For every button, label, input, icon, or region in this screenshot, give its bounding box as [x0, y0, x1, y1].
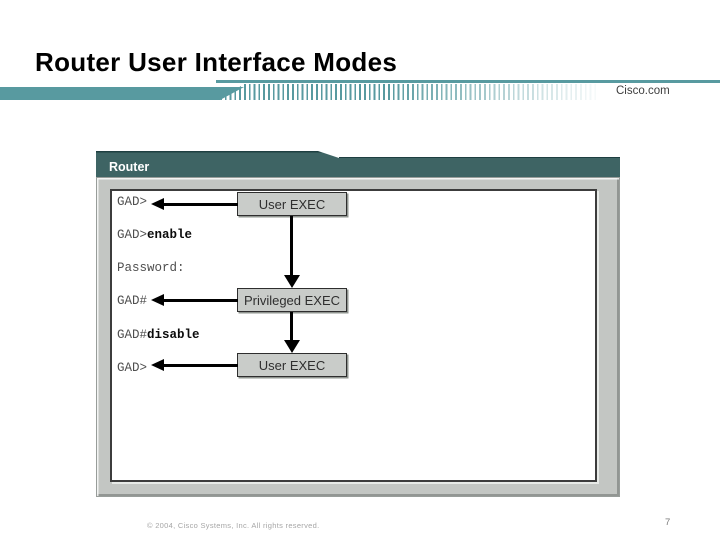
prompt-text: GAD>: [117, 195, 148, 209]
arrow-left-icon-2: [151, 294, 164, 306]
prompt-text: GAD>: [117, 361, 148, 375]
mode-box-user-exec-bottom: User EXEC: [237, 353, 347, 377]
prompt-text: GAD#: [117, 328, 148, 342]
mode-box-label: Privileged EXEC: [243, 292, 341, 308]
prompt-text: Password:: [117, 261, 185, 275]
terminal-line-2: GAD>enable: [117, 229, 192, 242]
mode-box-privileged-exec: Privileged EXEC: [237, 288, 347, 312]
window-title: Router: [109, 160, 150, 174]
mode-box-user-exec-top: User EXEC: [237, 192, 347, 216]
command-text: enable: [147, 228, 193, 242]
slide-title: Router User Interface Modes: [35, 47, 398, 77]
arrow-shaft-3: [162, 364, 238, 367]
mode-box-label: User EXEC: [258, 196, 326, 212]
arrow-shaft-down-2: [290, 312, 293, 341]
arrow-shaft-2: [162, 299, 238, 302]
titlebar-edge-line: [339, 156, 620, 158]
arrow-left-icon-3: [151, 359, 164, 371]
arrow-shaft-1: [162, 203, 238, 206]
copyright-text: © 2004, Cisco Systems, Inc. All rights r…: [147, 521, 320, 530]
terminal-line-6: GAD>: [117, 362, 147, 375]
terminal-line-4: GAD#: [117, 295, 147, 308]
arrow-down-icon-2: [284, 340, 300, 353]
window-titlebar: Router: [96, 158, 620, 177]
banner-teal-bar: [0, 87, 244, 100]
command-text: disable: [147, 328, 200, 342]
terminal-line-3: Password:: [117, 262, 185, 275]
arrow-down-icon-1: [284, 275, 300, 288]
window-title-tab: [96, 151, 339, 158]
arrow-left-icon-1: [151, 198, 164, 210]
window-frame: [96, 177, 620, 497]
terminal-line-5: GAD#disable: [117, 329, 200, 342]
page-number: 7: [665, 517, 671, 528]
cisco-com-label: Cisco.com: [616, 85, 670, 97]
prompt-text: GAD>: [117, 228, 148, 242]
prompt-text: GAD#: [117, 294, 148, 308]
terminal-canvas: [110, 189, 597, 482]
arrow-shaft-down-1: [290, 216, 293, 276]
terminal-line-1: GAD>: [117, 196, 147, 209]
banner-stripes-pattern: [220, 84, 596, 100]
mode-box-label: User EXEC: [258, 357, 326, 373]
banner-top-line: [216, 80, 720, 83]
